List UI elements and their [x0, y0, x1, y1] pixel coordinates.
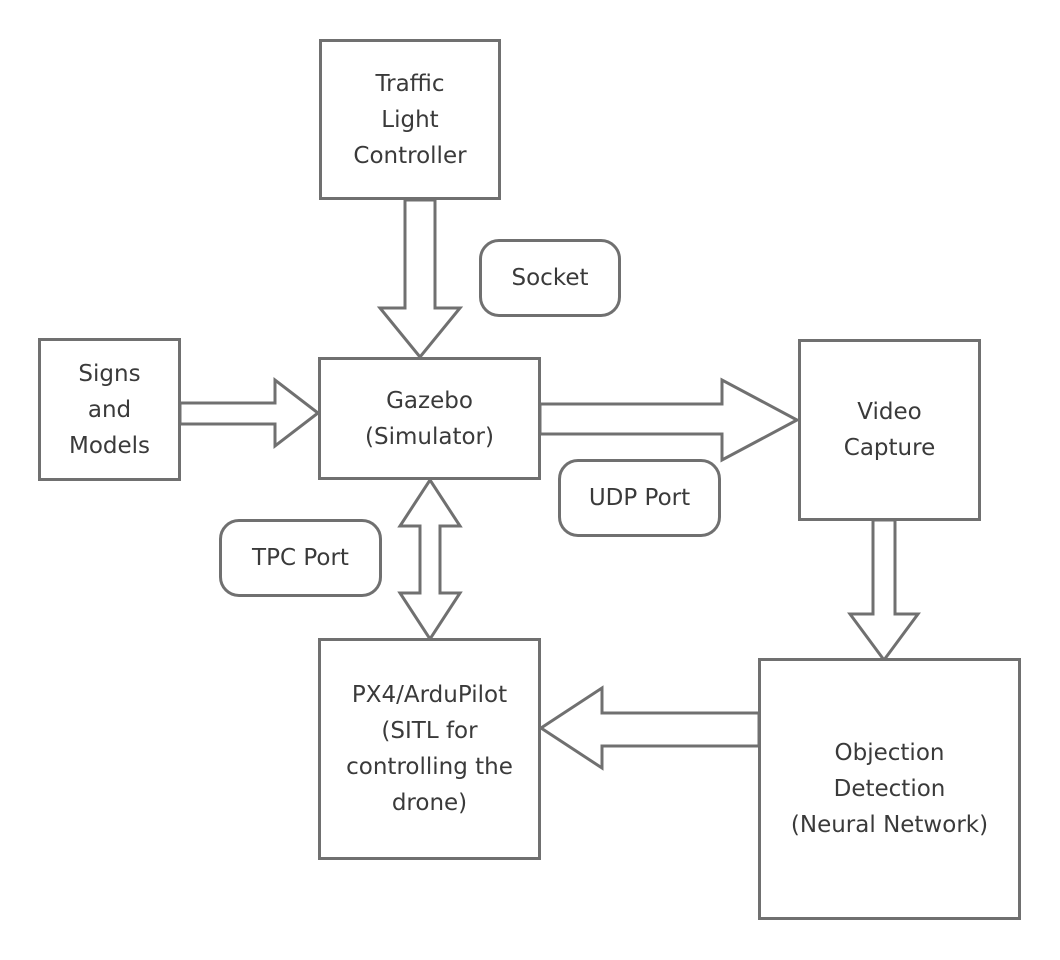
arrow-signs-to-gazebo: [178, 376, 321, 450]
tcp-port-text: TPC Port: [252, 545, 349, 571]
video-capture-label: Video Capture: [843, 399, 936, 461]
px4-ardupilot-box: PX4/ArduPilot (SITL for controlling the …: [318, 638, 541, 860]
socket-connector-label: Socket: [479, 239, 621, 317]
signs-and-models-label: Signs and Models: [68, 360, 151, 459]
object-detection-box: Objection Detection (Neural Network): [758, 658, 1021, 920]
arrow-gazebo-to-video: [538, 377, 801, 463]
socket-text: Socket: [511, 265, 589, 291]
signs-and-models-box: Signs and Models: [38, 338, 181, 481]
object-detection-label: Objection Detection (Neural Network): [790, 740, 989, 838]
video-capture-box: Video Capture: [798, 339, 981, 521]
px4-ardupilot-label: PX4/ArduPilot (SITL for controlling the …: [346, 682, 513, 816]
gazebo-label: Gazebo (Simulator): [365, 387, 494, 450]
traffic-light-controller-box: Traffic Light Controller: [319, 39, 501, 200]
arrow-gazebo-px4-bidirectional: [397, 477, 463, 642]
udp-port-connector-label: UDP Port: [558, 459, 721, 537]
gazebo-box: Gazebo (Simulator): [318, 357, 541, 480]
traffic-light-controller-label: Traffic Light Controller: [353, 70, 467, 169]
tcp-port-connector-label: TPC Port: [219, 519, 382, 597]
arrow-detection-to-px4: [538, 685, 761, 771]
arrow-video-to-detection: [847, 518, 921, 663]
arrow-traffic-to-gazebo: [376, 198, 464, 360]
udp-port-text: UDP Port: [588, 485, 691, 511]
